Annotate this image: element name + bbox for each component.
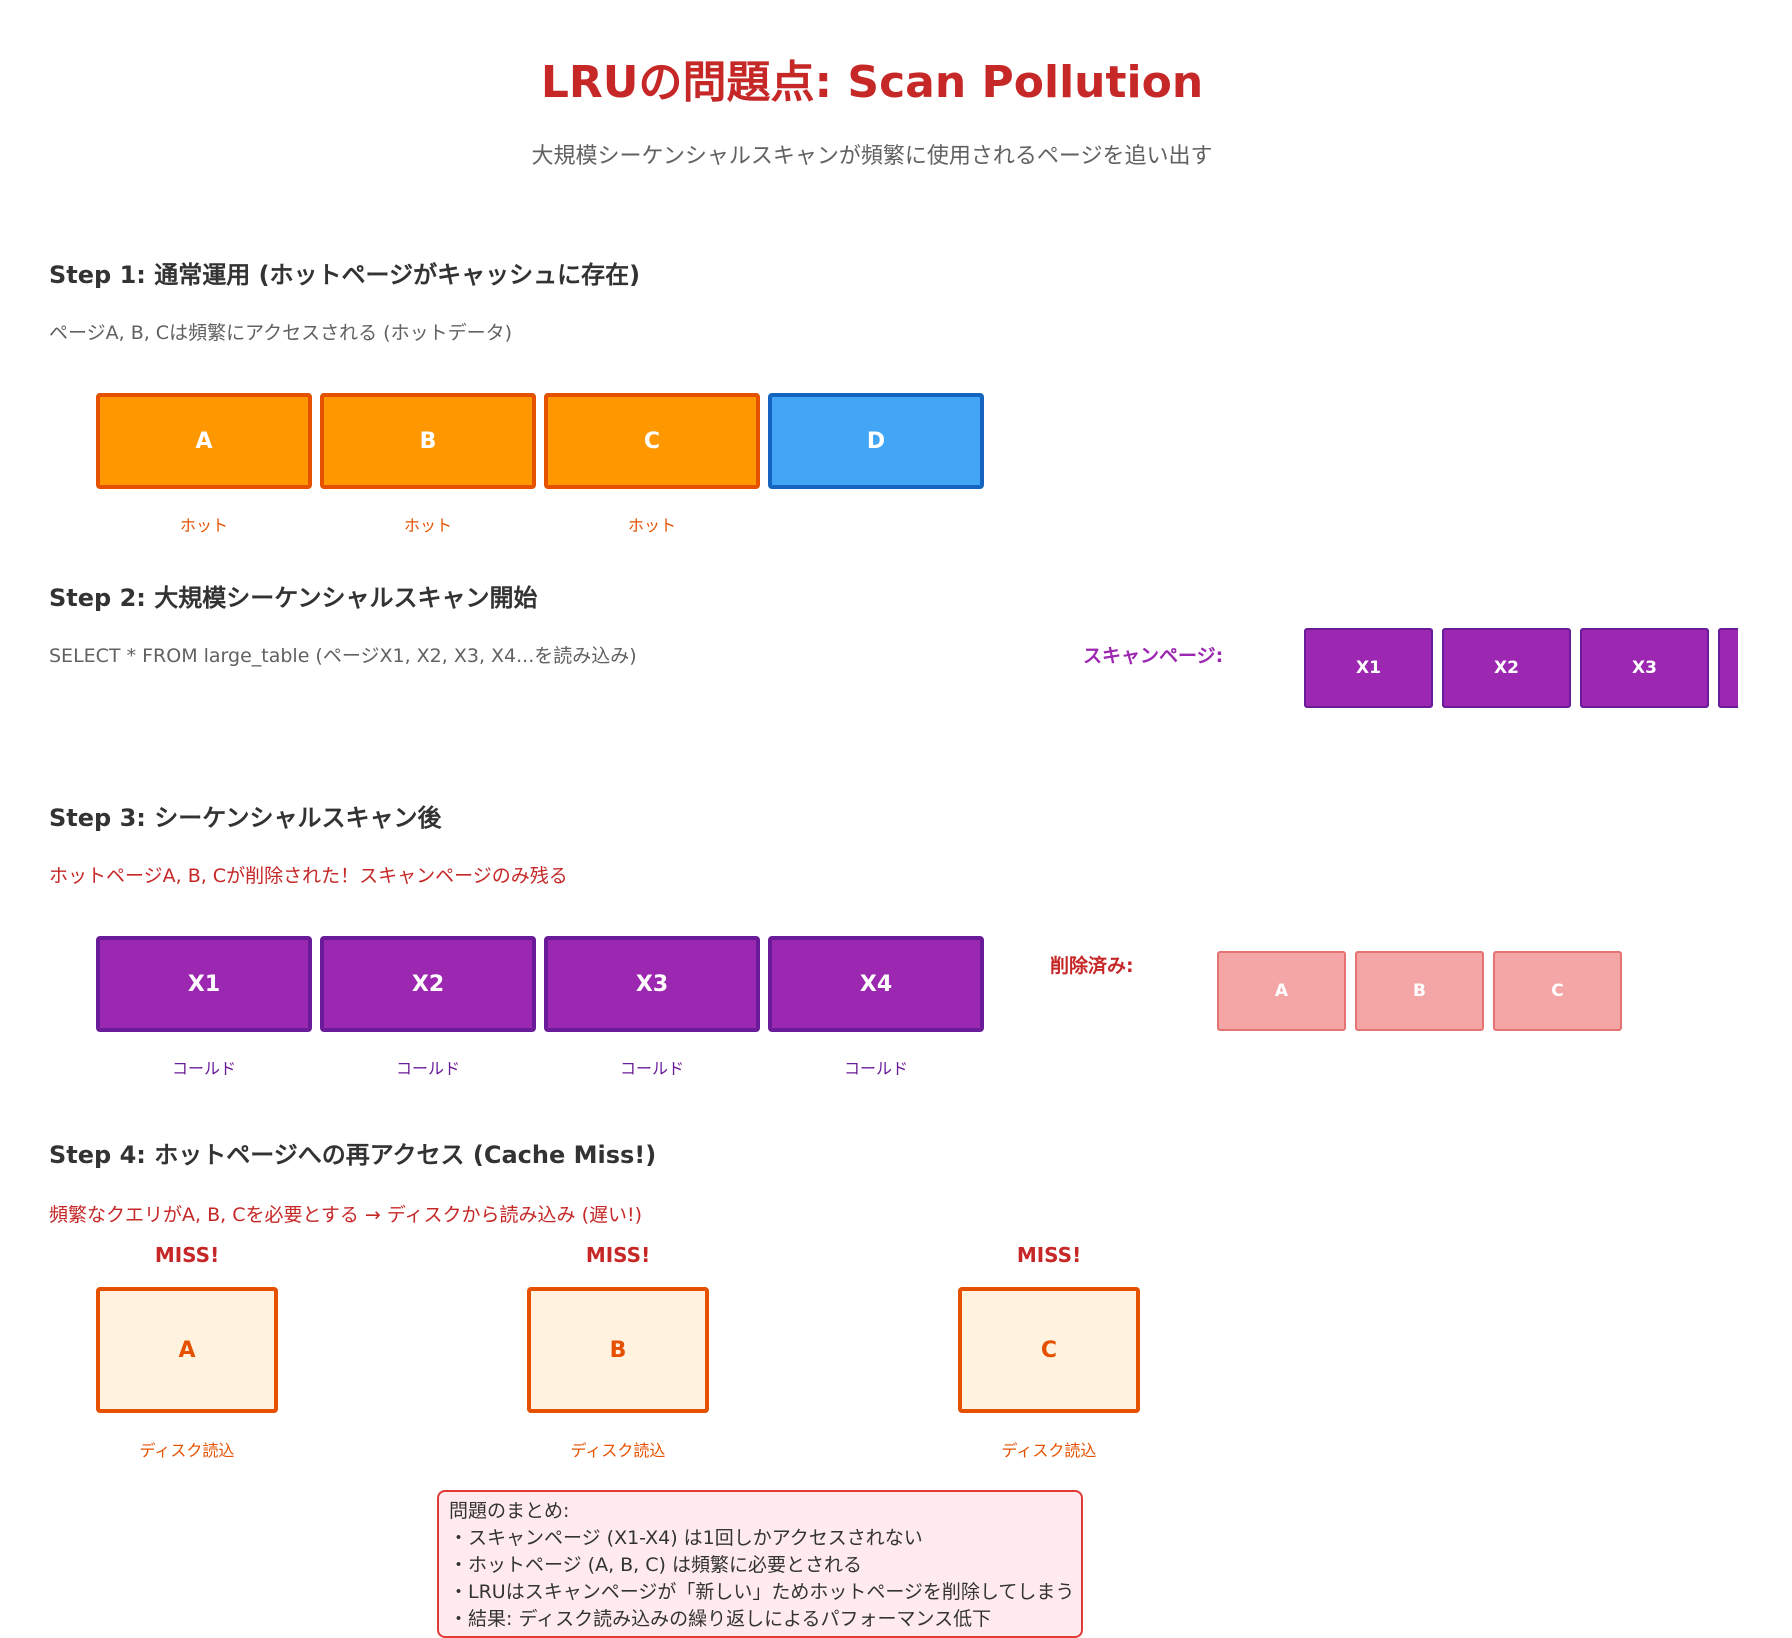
miss-page-a: A bbox=[96, 1287, 278, 1413]
cache-page-x3: X3 bbox=[544, 936, 760, 1032]
summary-line-4: ・結果: ディスク読み込みの繰り返しによるパフォーマンス低下 bbox=[449, 1608, 992, 1630]
step3-description: ホットページA, B, Cが削除された！スキャンページのみ残る bbox=[49, 865, 568, 887]
miss-label-a: MISS! bbox=[154, 1243, 220, 1267]
step1-description: ページA, B, Cは頻繁にアクセスされる (ホットデータ) bbox=[49, 322, 512, 344]
page-b-hot-tag: ホット bbox=[403, 516, 452, 535]
cache-page-a: A bbox=[96, 393, 312, 489]
scan-page-x2: X2 bbox=[1442, 628, 1571, 708]
cache-page-x2: X2 bbox=[320, 936, 536, 1032]
scan-pages-strip: X1 X2 X3 X4 bbox=[1300, 626, 1738, 710]
step4-heading: Step 4: ホットページへの再アクセス (Cache Miss!) bbox=[49, 1141, 657, 1169]
evicted-label: 削除済み: bbox=[1050, 955, 1134, 977]
step2-heading: Step 2: 大規模シーケンシャルスキャン開始 bbox=[49, 584, 538, 612]
scan-page-x4: X4 bbox=[1718, 628, 1738, 708]
scan-page-x3: X3 bbox=[1580, 628, 1709, 708]
page-c-hot-tag: ホット bbox=[627, 516, 676, 535]
step2-description: SELECT * FROM large_table (ページX1, X2, X3… bbox=[49, 645, 637, 667]
scan-page-x1: X1 bbox=[1304, 628, 1433, 708]
step3-heading: Step 3: シーケンシャルスキャン後 bbox=[49, 804, 442, 832]
cache-page-d: D bbox=[768, 393, 984, 489]
disk-read-note-c: ディスク読込 bbox=[1001, 1441, 1097, 1460]
evicted-page-a: A bbox=[1217, 951, 1346, 1031]
summary-line-2: ・ホットページ (A, B, C) は頻繁に必要とされる bbox=[449, 1554, 862, 1576]
step4-description: 頻繁なクエリがA, B, Cを必要とする → ディスクから読み込み (遅い!) bbox=[49, 1204, 643, 1226]
scan-pages-label: スキャンページ: bbox=[1083, 645, 1224, 667]
page-x2-cold-tag: コールド bbox=[395, 1059, 460, 1078]
evicted-page-c: C bbox=[1493, 951, 1622, 1031]
summary-line-3: ・LRUはスキャンページが「新しい」ためホットページを削除してしまう bbox=[449, 1581, 1075, 1603]
page-x1-cold-tag: コールド bbox=[171, 1059, 236, 1078]
page-title: LRUの問題点: Scan Pollution bbox=[540, 57, 1204, 108]
cache-page-x4: X4 bbox=[768, 936, 984, 1032]
miss-page-b: B bbox=[527, 1287, 709, 1413]
page-subtitle: 大規模シーケンシャルスキャンが頻繁に使用されるページを追い出す bbox=[531, 144, 1213, 169]
summary-box: 問題のまとめ: ・スキャンページ (X1-X4) は1回しかアクセスされない ・… bbox=[437, 1490, 1083, 1638]
page-x4-cold-tag: コールド bbox=[843, 1059, 908, 1078]
miss-label-c: MISS! bbox=[1016, 1243, 1082, 1267]
step1-heading: Step 1: 通常運用 (ホットページがキャッシュに存在) bbox=[49, 261, 641, 289]
page-a-hot-tag: ホット bbox=[179, 516, 228, 535]
page-x3-cold-tag: コールド bbox=[619, 1059, 684, 1078]
cache-page-c: C bbox=[544, 393, 760, 489]
disk-read-note-b: ディスク読込 bbox=[570, 1441, 666, 1460]
cache-page-b: B bbox=[320, 393, 536, 489]
cache-page-x1: X1 bbox=[96, 936, 312, 1032]
disk-read-note-a: ディスク読込 bbox=[139, 1441, 235, 1460]
miss-label-b: MISS! bbox=[585, 1243, 651, 1267]
miss-page-c: C bbox=[958, 1287, 1140, 1413]
summary-line-1: ・スキャンページ (X1-X4) は1回しかアクセスされない bbox=[449, 1527, 923, 1549]
summary-title: 問題のまとめ: bbox=[449, 1500, 570, 1522]
evicted-page-b: B bbox=[1355, 951, 1484, 1031]
